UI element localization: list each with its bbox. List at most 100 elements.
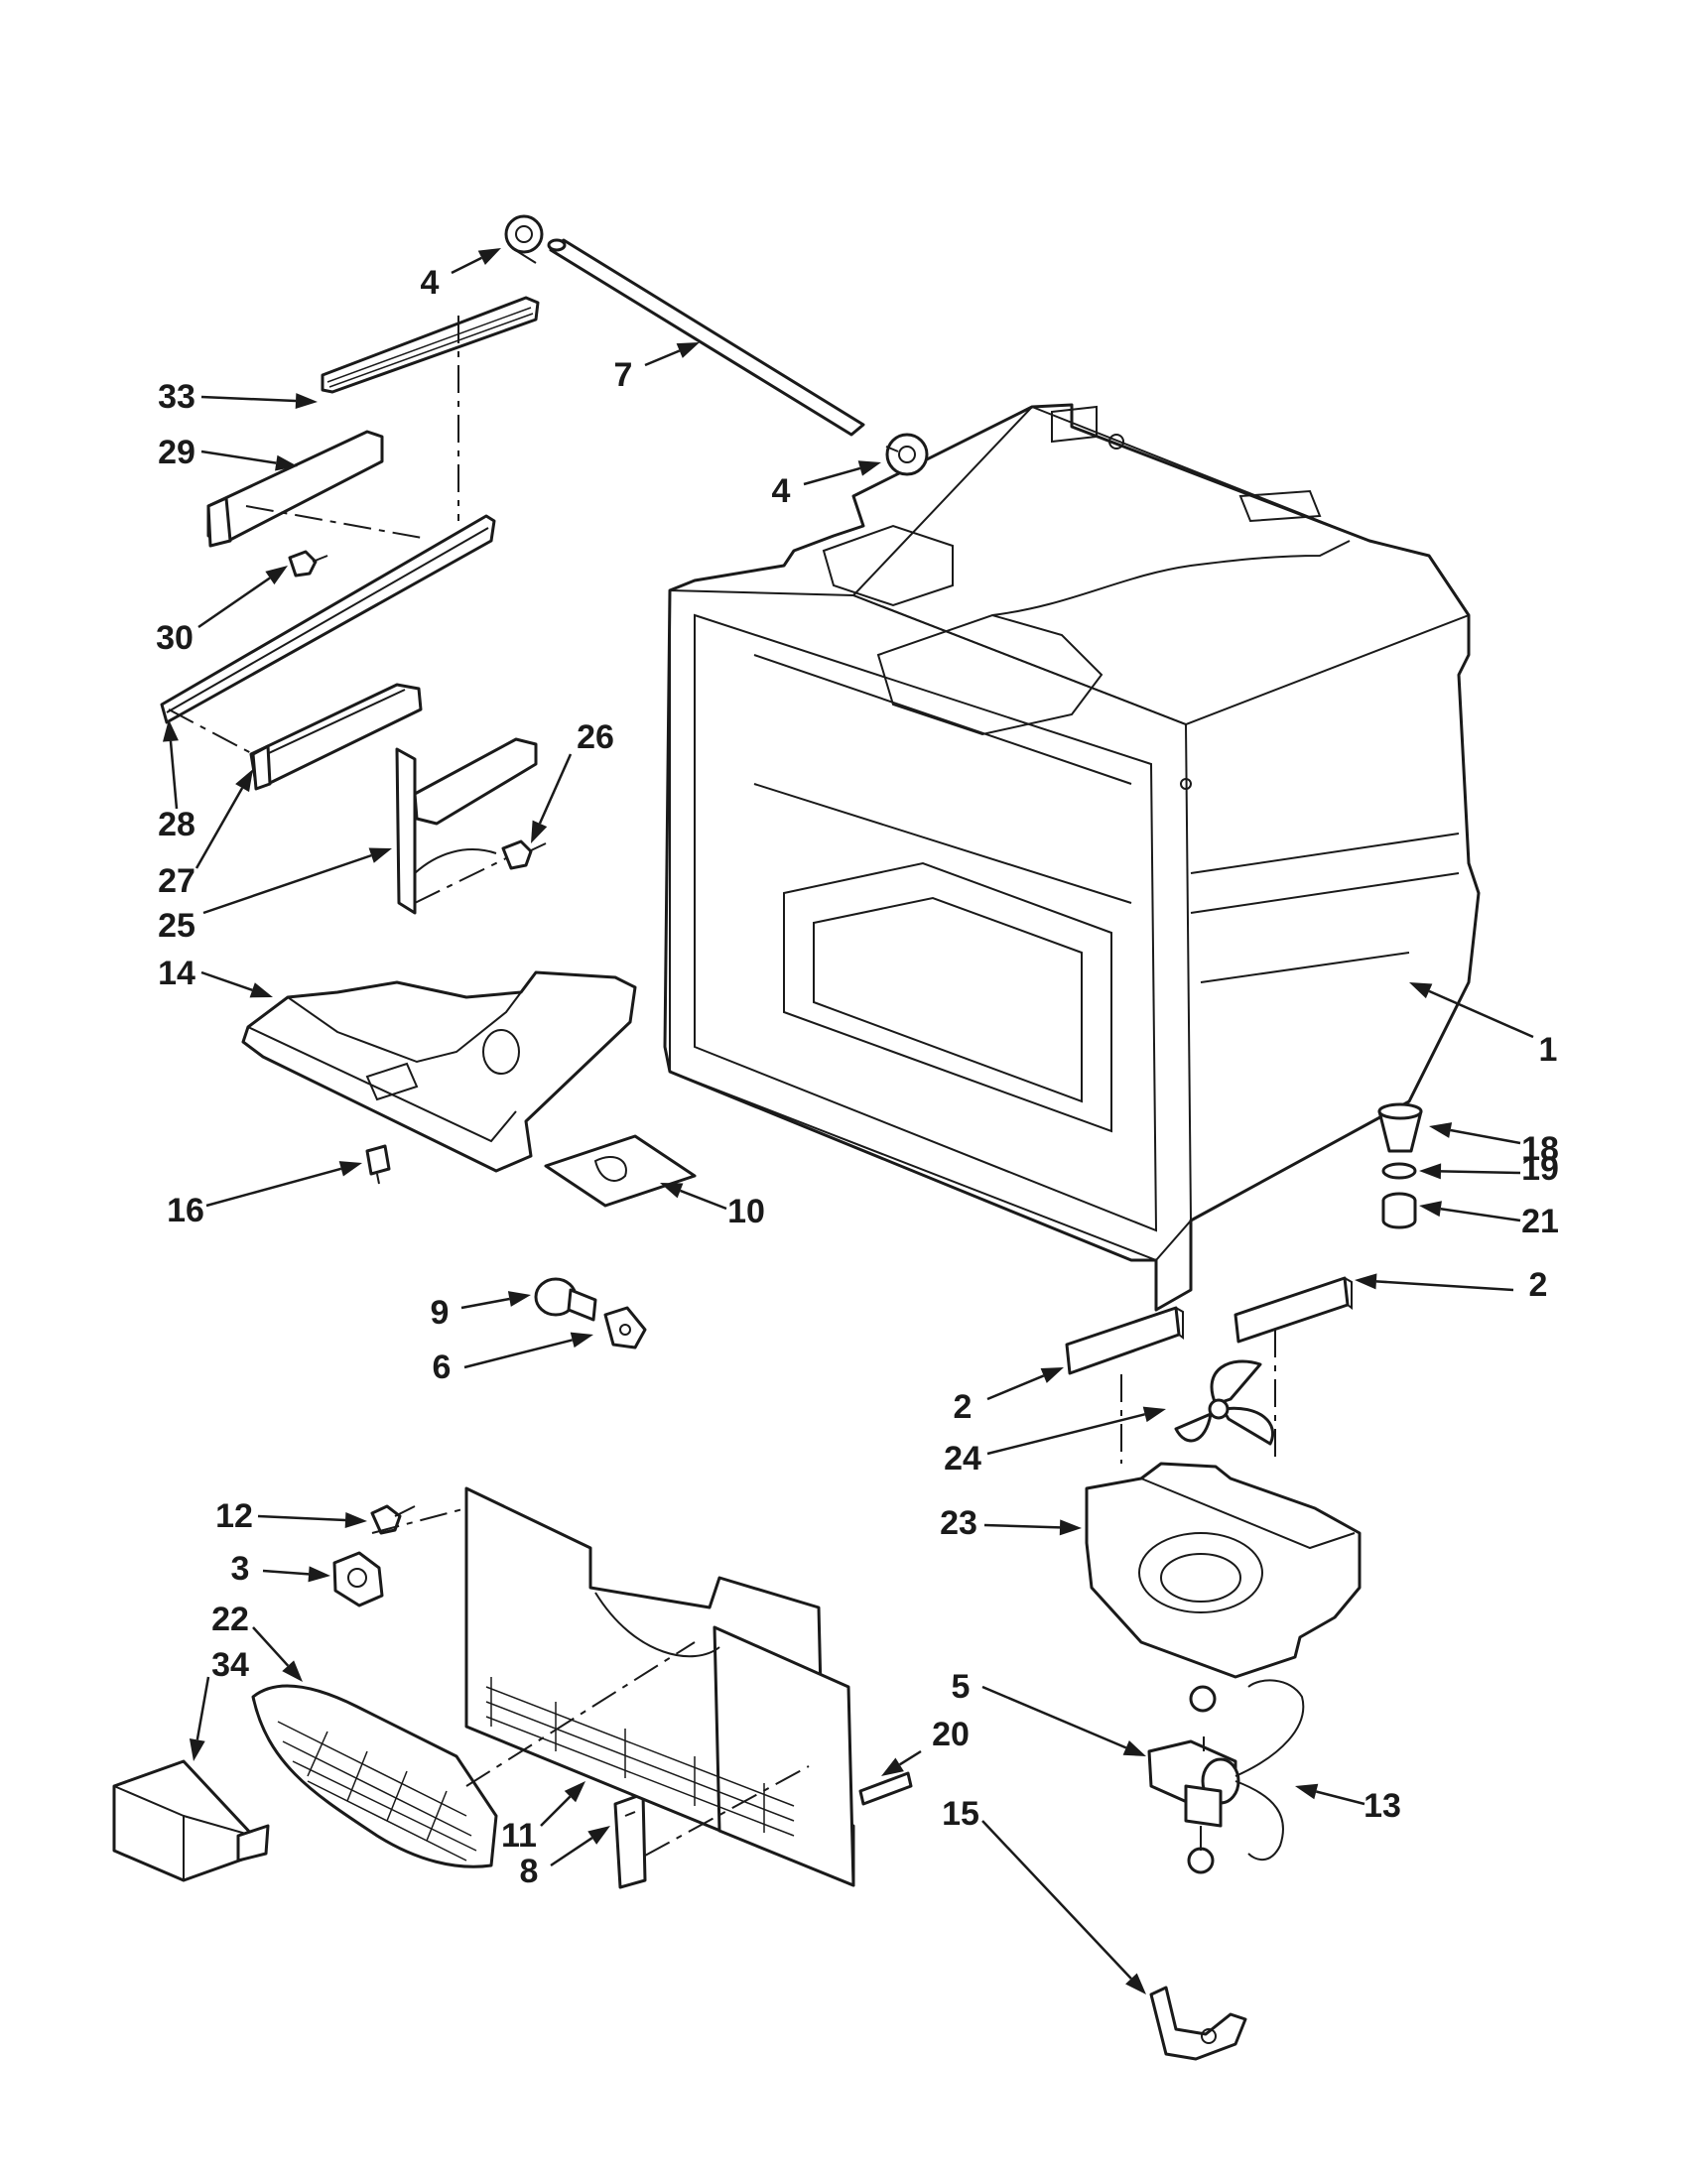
callout-2a: 2 <box>1529 1266 1548 1304</box>
leader-28 <box>162 719 179 810</box>
part-21-grommet <box>1381 1192 1417 1229</box>
callout-28: 28 <box>158 806 195 843</box>
part-13-wire-harness <box>1234 1679 1305 1862</box>
leader-2a <box>1355 1273 1514 1292</box>
callout-20: 20 <box>932 1716 970 1753</box>
leader-27 <box>195 769 253 869</box>
leader-13 <box>1295 1783 1365 1806</box>
callout-3: 3 <box>231 1550 250 1588</box>
leader-16 <box>205 1161 362 1208</box>
leader-23 <box>983 1519 1082 1536</box>
leader-10 <box>660 1183 727 1211</box>
callout-8: 8 <box>520 1853 539 1890</box>
callout-18: 18 <box>1521 1130 1559 1168</box>
callout-15: 15 <box>942 1795 979 1833</box>
leader-11 <box>540 1781 585 1827</box>
leader-34 <box>189 1676 210 1761</box>
part-28-drawer-slide <box>160 514 496 724</box>
callout-27: 27 <box>158 862 195 900</box>
leader-22 <box>252 1626 303 1682</box>
callout-1: 1 <box>1539 1031 1558 1069</box>
callout-30: 30 <box>156 619 194 657</box>
leader-18 <box>1429 1122 1521 1145</box>
callout-11: 11 <box>501 1817 537 1855</box>
part-12-screw <box>370 1504 416 1535</box>
callout-2b: 2 <box>954 1388 973 1426</box>
part-11-evaporator-cover <box>464 1486 855 1887</box>
leader-30 <box>197 566 288 629</box>
leader-4a <box>451 248 501 275</box>
part-5-fan-motor <box>1147 1685 1240 1874</box>
callout-14: 14 <box>158 955 195 992</box>
part-20-foam-strip <box>858 1771 913 1806</box>
part-1-freezer-liner <box>663 403 1481 1312</box>
callout-labels: 1 2 2 3 4 4 5 6 7 8 9 10 11 12 13 14 15 … <box>156 264 1559 1890</box>
leader-6 <box>463 1332 593 1369</box>
part-10-light-shield <box>544 1134 697 1208</box>
callout-34: 34 <box>211 1646 249 1684</box>
callout-22: 22 <box>211 1601 249 1638</box>
part-19-o-ring <box>1381 1162 1417 1180</box>
part-4-gear-right <box>885 433 929 476</box>
callout-10: 10 <box>727 1193 765 1230</box>
callout-13: 13 <box>1363 1787 1401 1825</box>
callout-21: 21 <box>1521 1203 1559 1240</box>
callout-29: 29 <box>158 434 195 471</box>
part-25-bracket <box>395 737 538 915</box>
part-7-rod <box>547 238 865 437</box>
part-18-damper-cup <box>1377 1102 1423 1153</box>
callout-7: 7 <box>614 356 633 394</box>
part-2-filter-pad-left <box>1065 1306 1184 1375</box>
leader-1 <box>1409 982 1534 1039</box>
part-23-fan-shroud <box>1085 1462 1362 1679</box>
part-33-slide-track <box>321 296 540 394</box>
callout-19: 19 <box>1521 1150 1559 1188</box>
leader-7 <box>644 342 700 367</box>
callout-4b: 4 <box>772 472 791 510</box>
part-22-grille <box>251 1684 498 1868</box>
leader-33 <box>200 393 318 410</box>
alignment-lines <box>168 316 1276 1857</box>
part-6-lamp-socket <box>603 1306 647 1349</box>
part-27-slide-rail <box>249 683 423 791</box>
part-4-gear-top <box>504 214 544 264</box>
part-24-fan-blade <box>1174 1359 1274 1446</box>
part-34-cover <box>112 1759 270 1882</box>
part-8-clip <box>613 1792 647 1889</box>
part-29-rail-bracket <box>206 430 384 548</box>
callout-23: 23 <box>940 1504 977 1542</box>
leader-9 <box>460 1291 531 1310</box>
leader-3 <box>262 1566 330 1583</box>
part-26-screw <box>501 839 547 870</box>
part-30-screw <box>288 550 328 578</box>
part-3-socket <box>332 1551 384 1607</box>
leader-19 <box>1419 1163 1521 1180</box>
callout-24: 24 <box>944 1440 981 1477</box>
callout-25: 25 <box>158 907 195 945</box>
part-14-light-housing <box>241 970 637 1173</box>
leader-5 <box>981 1685 1146 1756</box>
leader-21 <box>1419 1201 1521 1222</box>
leader-12 <box>257 1512 367 1528</box>
callout-26: 26 <box>577 718 614 756</box>
callout-4a: 4 <box>421 264 440 302</box>
leader-20 <box>881 1749 922 1776</box>
callout-33: 33 <box>158 378 195 416</box>
leader-14 <box>200 970 273 998</box>
leader-2b <box>986 1367 1064 1401</box>
part-15-motor-bracket <box>1149 1986 1247 2061</box>
leader-26 <box>531 753 573 843</box>
part-9-light-bulb <box>534 1277 597 1322</box>
callout-9: 9 <box>431 1294 450 1332</box>
leader-8 <box>550 1826 610 1867</box>
callout-6: 6 <box>433 1349 452 1386</box>
leader-24 <box>986 1406 1166 1456</box>
callout-12: 12 <box>215 1497 253 1535</box>
leader-arrows <box>162 248 1534 1994</box>
leader-25 <box>202 847 392 915</box>
leader-15 <box>981 1820 1146 1994</box>
callout-5: 5 <box>952 1668 971 1706</box>
callout-16: 16 <box>167 1192 204 1229</box>
